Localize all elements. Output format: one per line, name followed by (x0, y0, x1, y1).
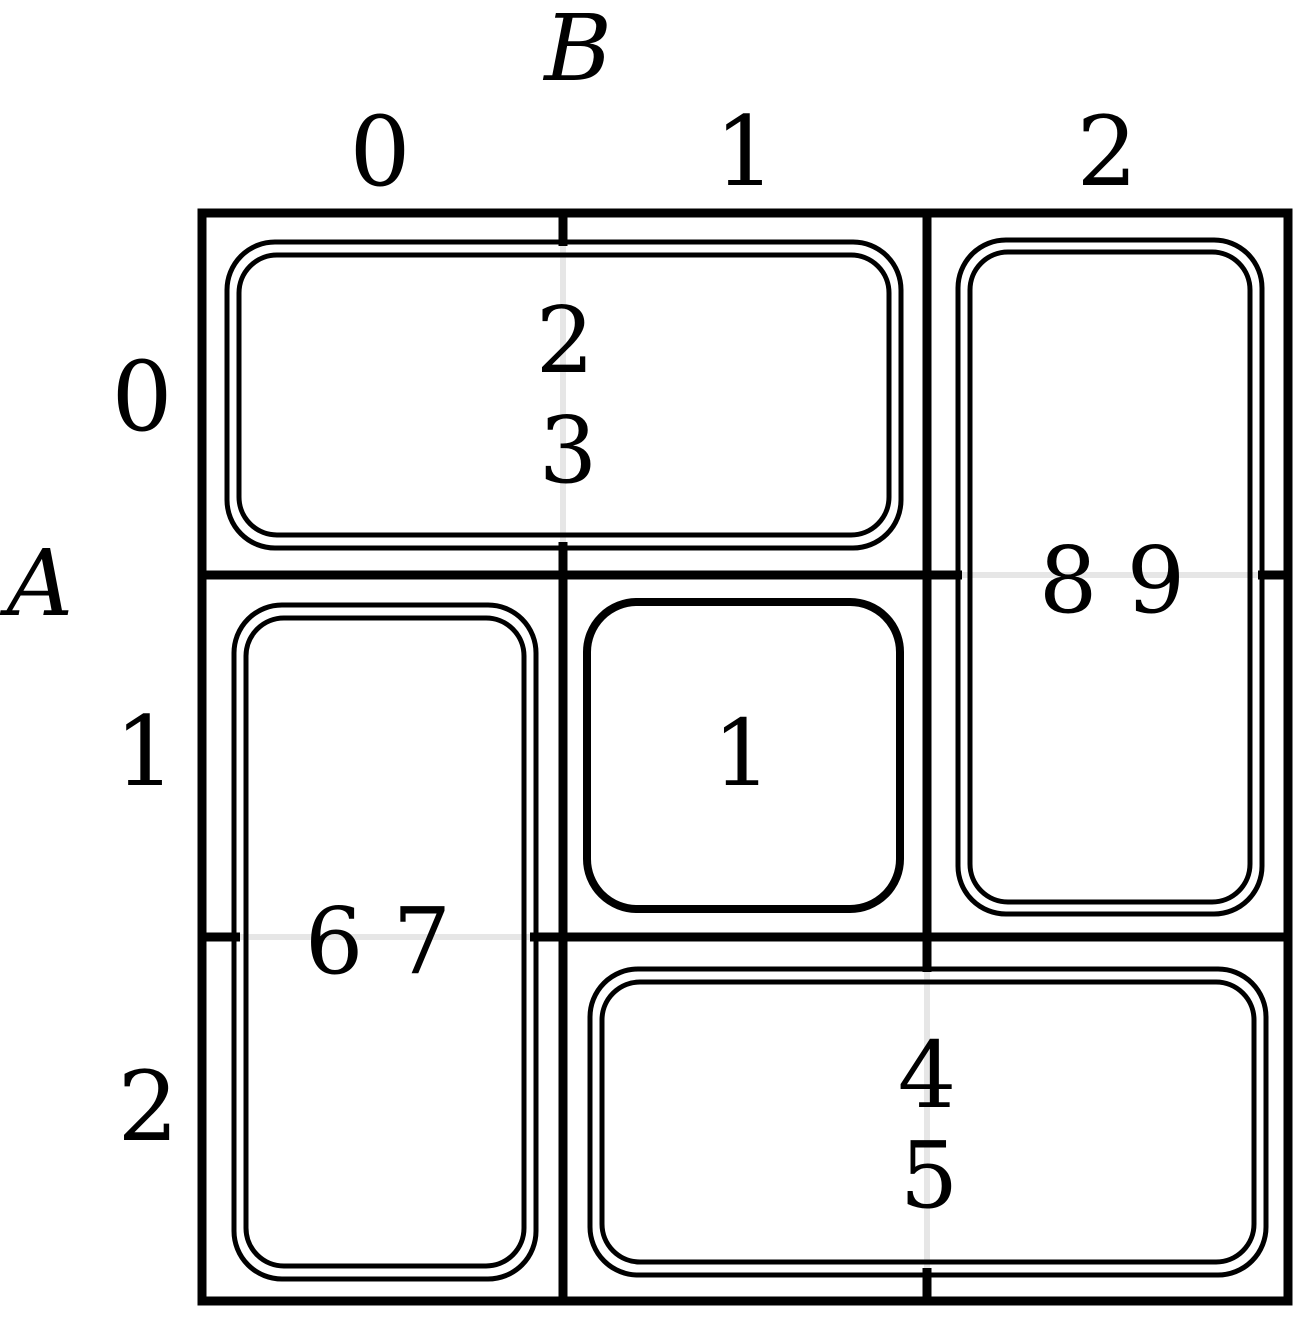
row-label-0: 0 (111, 341, 172, 453)
faint-grid-lines (240, 246, 1258, 1268)
axis-label-a: A (0, 530, 73, 637)
block-right (955, 237, 1265, 917)
block-right-line-1: 8 9 (1039, 527, 1185, 634)
block-top (224, 239, 904, 551)
block-bottom-inner (599, 979, 1257, 1265)
block-top-inner (236, 252, 892, 538)
block-bottom-outer (587, 966, 1269, 1278)
grid-frame (197, 208, 1293, 1306)
block-center (583, 598, 904, 913)
block-left (231, 602, 539, 1282)
block-bottom (587, 966, 1269, 1278)
blocks (224, 237, 1269, 1282)
block-left-line-1: 6 7 (305, 888, 451, 995)
block-top-line-2: 3 (539, 397, 598, 504)
block-right-inner (967, 249, 1253, 905)
block-right-outer (955, 237, 1265, 917)
block-left-inner (243, 615, 527, 1269)
column-label-0: 0 (349, 96, 410, 208)
row-label-2: 2 (117, 1051, 178, 1163)
block-top-outer (224, 239, 904, 551)
block-top-line-1: 2 (536, 287, 595, 394)
block-center-line-1: 1 (713, 700, 772, 807)
axis-label-b: B (542, 0, 612, 102)
block-left-outer (231, 602, 539, 1282)
column-label-1: 1 (714, 96, 775, 208)
column-label-2: 2 (1076, 96, 1137, 208)
grid-lines (202, 213, 1288, 1301)
block-bottom-line-2: 5 (900, 1122, 959, 1229)
block-bottom-line-1: 4 (898, 1022, 957, 1129)
row-label-1: 1 (114, 696, 175, 808)
